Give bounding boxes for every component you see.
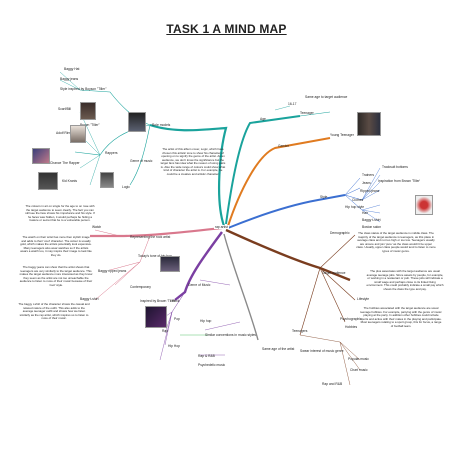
node-contemporary: Contemporary: [130, 285, 151, 289]
node-watch: Watch: [92, 225, 102, 229]
node-hip-hop: Hip Hop: [168, 344, 180, 348]
node-chart-music: Chart music: [350, 368, 368, 372]
branch-role-models: [149, 123, 228, 227]
node-todays-tone: Today's tone of hip hop: [138, 254, 172, 258]
node-teenagers: Teenagers: [292, 329, 308, 333]
node-psychedelic: Psychedelic music: [198, 363, 226, 367]
target-lifestyle-paragraph: The plus associates with the target audi…: [366, 269, 444, 291]
node-age: Age: [260, 117, 266, 121]
node-hair: Hair: [362, 211, 369, 215]
node-rappers: Rappers: [105, 151, 118, 155]
node-rap: Rap: [162, 329, 169, 333]
represent-paragraph-face: The colours in art on single for the age…: [25, 204, 95, 222]
style-outfit-photo: [415, 195, 433, 215]
node-baggy-ripped: Baggy ripped jeans: [98, 269, 127, 273]
chance-photo: [32, 148, 50, 164]
node-baggy-tshirt-style: Baggy t-shirt: [362, 218, 381, 222]
adolf-photo: [70, 125, 86, 143]
represent-paragraph-watch: The watch on their wrist has more then s…: [20, 235, 92, 257]
branch-style: [227, 194, 346, 229]
node-popular-music: Popular music: [348, 357, 369, 361]
node-hip-hop-2: Hip hop: [200, 319, 212, 323]
node-logic: Logic: [122, 185, 130, 189]
node-inspired-brown: Inspired by Brown 'Tiller': [140, 299, 176, 303]
node-gender: Gender: [278, 144, 289, 148]
node-same-age-artist: Same age of the artist: [262, 347, 295, 351]
node-rap-rnb-genre: Rap & R&B: [198, 354, 215, 358]
branch-target: [225, 228, 351, 282]
target-demographic-paragraph: The class status of the target audience …: [356, 231, 436, 253]
genre-album-photo: [145, 306, 167, 328]
node-representing: Representing the rock artist: [130, 235, 171, 239]
represent-paragraph-jeans: The baggy jeans can show that the artist…: [19, 265, 93, 287]
node-rock: Rock: [172, 299, 180, 303]
node-chance: Chance The Rapper: [50, 161, 80, 165]
branch-genre: [174, 231, 223, 301]
logic-cover-photo: [100, 172, 114, 188]
node-teenager: Teenager: [300, 111, 314, 115]
node-tracksuit: Tracksuit bottoms: [382, 165, 408, 169]
node-brown-tiller: Brown "Tiller": [80, 123, 100, 127]
node-hobbies: Hobbies: [345, 325, 358, 329]
kid-photo: [38, 172, 58, 190]
node-pop: Pop: [174, 317, 180, 321]
node-jeans: Jeans: [362, 181, 371, 185]
role-models-paragraph: The artist of this album cover, Logic, w…: [160, 147, 226, 176]
node-baggy-tshirt: Baggy t-shirt: [80, 297, 99, 301]
node-baggy-hat: Baggy Hat: [64, 67, 80, 71]
node-adolf: Adolf Rinsky: [56, 131, 75, 135]
node-style: Style: [320, 195, 328, 199]
node-ripped-jeans: Ripped jeans: [360, 189, 380, 193]
node-young-teenager: Young Teenager: [330, 133, 354, 137]
node-trainers: Trainers: [362, 173, 374, 177]
node-swear-interest: Swear interest of music genre: [300, 349, 344, 353]
node-target-audience: Target audience: [322, 271, 346, 275]
represent-paragraph-tshirt: The baggy t-shirt of the character shows…: [18, 302, 90, 320]
node-psychographic: Psychographic: [340, 317, 362, 321]
node-demographic: Demographic: [330, 231, 350, 235]
node-role-models: Role models: [152, 123, 171, 127]
node-boston-salon: Boston salon: [362, 225, 382, 229]
node-baggy-jeans: Baggy jeans: [60, 77, 79, 81]
bryson-tiller-photo: [80, 102, 96, 120]
node-16-17: 16-17: [288, 102, 297, 106]
page-title: TASK 1 A MIND MAP: [166, 22, 287, 36]
node-similar-conventions: Similar conventions in music styles: [205, 333, 256, 337]
node-genre: Genre of Music: [188, 283, 211, 287]
logic-photo: [128, 112, 146, 132]
branch-gender: [227, 137, 331, 227]
center-node: rap artist: [214, 225, 229, 229]
node-genre-of-music-rm: Genre of music: [130, 159, 153, 163]
represent-photo: [160, 256, 180, 272]
node-same-age: Same age to target audience: [305, 95, 348, 99]
node-kid-kranis: Kid Kranis: [62, 179, 78, 183]
node-clothes: Clothes: [352, 198, 364, 202]
node-scarf: Scarf/Bill: [58, 107, 72, 111]
teen-couple-photo: [357, 112, 381, 136]
branch-age: [225, 115, 301, 225]
target-hobbies-paragraph: The hobbies associated with the target a…: [360, 306, 442, 328]
node-lifestyle: Lifestyle: [357, 297, 370, 301]
branch-ethnicity: [223, 233, 259, 341]
node-rap-rnb: Rap and R&B: [322, 382, 343, 386]
node-hip-hop-style: Hip hop style: [345, 205, 365, 209]
node-style-inspired: Style inspired by Boyson "Tiller": [60, 87, 107, 91]
node-inspiration: Inspiration from Brown 'Tiller': [378, 179, 421, 183]
branch-represent: [90, 226, 223, 238]
